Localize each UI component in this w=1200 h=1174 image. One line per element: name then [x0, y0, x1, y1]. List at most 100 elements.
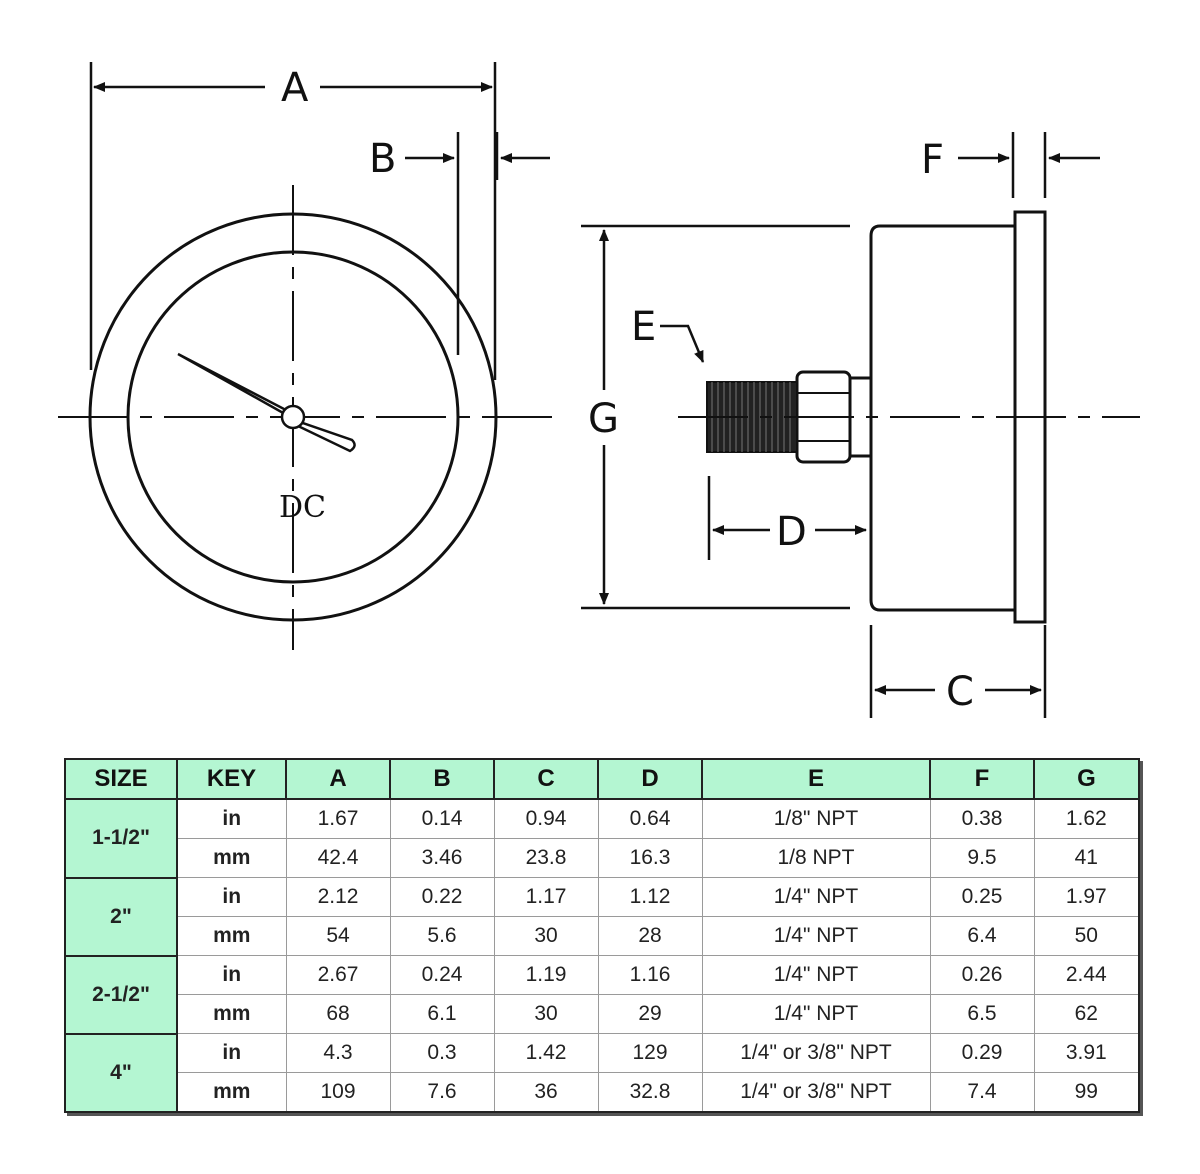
- label-d: D: [776, 509, 807, 555]
- value-cell: 1.16: [597, 955, 703, 995]
- value-cell: 6.1: [389, 994, 495, 1034]
- needle-hub: [280, 404, 306, 430]
- value-cell: 0.26: [929, 955, 1035, 995]
- key-cell: mm: [176, 838, 287, 878]
- label-f: F: [921, 137, 944, 183]
- value-cell: 1/4" or 3/8" NPT: [701, 1072, 931, 1113]
- header-c: C: [493, 758, 599, 800]
- size-cell: 1-1/2": [64, 798, 178, 879]
- value-cell: 62: [1033, 994, 1140, 1034]
- size-cell: 4": [64, 1032, 178, 1113]
- value-cell: 109: [285, 1072, 391, 1113]
- value-cell: 6.5: [929, 994, 1035, 1034]
- value-cell: 16.3: [597, 838, 703, 878]
- value-cell: 32.8: [597, 1072, 703, 1113]
- key-cell: in: [176, 798, 287, 839]
- label-g: G: [588, 396, 619, 442]
- value-cell: 3.91: [1033, 1033, 1140, 1073]
- value-cell: 0.94: [493, 798, 599, 839]
- value-cell: 0.14: [389, 798, 495, 839]
- value-cell: 30: [493, 916, 599, 956]
- header-b: B: [389, 758, 495, 800]
- key-cell: in: [176, 877, 287, 917]
- value-cell: 1/8 NPT: [701, 838, 931, 878]
- header-d: D: [597, 758, 703, 800]
- key-cell: mm: [176, 1072, 287, 1113]
- value-cell: 1/4" or 3/8" NPT: [701, 1033, 931, 1073]
- gauge-dimension-drawing: A B DC: [58, 62, 1140, 718]
- value-cell: 5.6: [389, 916, 495, 956]
- value-cell: 1/4" NPT: [701, 877, 931, 917]
- value-cell: 9.5: [929, 838, 1035, 878]
- value-cell: 1.19: [493, 955, 599, 995]
- value-cell: 29: [597, 994, 703, 1034]
- value-cell: 1.12: [597, 877, 703, 917]
- value-cell: 1.17: [493, 877, 599, 917]
- header-a: A: [285, 758, 391, 800]
- value-cell: 0.64: [597, 798, 703, 839]
- value-cell: 42.4: [285, 838, 391, 878]
- value-cell: 1/4" NPT: [701, 955, 931, 995]
- key-cell: mm: [176, 994, 287, 1034]
- value-cell: 30: [493, 994, 599, 1034]
- value-cell: 1.67: [285, 798, 391, 839]
- value-cell: 50: [1033, 916, 1140, 956]
- value-cell: 6.4: [929, 916, 1035, 956]
- value-cell: 0.22: [389, 877, 495, 917]
- front-view: [58, 62, 555, 650]
- key-cell: in: [176, 955, 287, 995]
- size-cell: 2-1/2": [64, 954, 178, 1035]
- value-cell: 0.29: [929, 1033, 1035, 1073]
- key-cell: mm: [176, 916, 287, 956]
- gauge-needle: [177, 352, 356, 453]
- label-dc: DC: [279, 490, 326, 525]
- key-cell: in: [176, 1033, 287, 1073]
- value-cell: 0.24: [389, 955, 495, 995]
- value-cell: 129: [597, 1033, 703, 1073]
- value-cell: 1.62: [1033, 798, 1140, 839]
- label-e: E: [631, 304, 656, 350]
- value-cell: 54: [285, 916, 391, 956]
- header-size: SIZE: [64, 758, 178, 800]
- header-g: G: [1033, 758, 1140, 800]
- value-cell: 1.42: [493, 1033, 599, 1073]
- value-cell: 0.3: [389, 1033, 495, 1073]
- value-cell: 28: [597, 916, 703, 956]
- side-view: [581, 132, 1140, 718]
- value-cell: 3.46: [389, 838, 495, 878]
- value-cell: 2.67: [285, 955, 391, 995]
- table-header-row: SIZE KEY A B C D E F G: [64, 758, 1140, 800]
- header-f: F: [929, 758, 1035, 800]
- value-cell: 1/8" NPT: [701, 798, 931, 839]
- value-cell: 1/4" NPT: [701, 916, 931, 956]
- value-cell: 2.12: [285, 877, 391, 917]
- label-b: B: [369, 136, 396, 182]
- value-cell: 1.97: [1033, 877, 1140, 917]
- value-cell: 0.25: [929, 877, 1035, 917]
- value-cell: 41: [1033, 838, 1140, 878]
- value-cell: 1/4" NPT: [701, 994, 931, 1034]
- size-cell: 2": [64, 876, 178, 957]
- header-key: KEY: [176, 758, 287, 800]
- value-cell: 36: [493, 1072, 599, 1113]
- value-cell: 7.6: [389, 1072, 495, 1113]
- value-cell: 4.3: [285, 1033, 391, 1073]
- value-cell: 7.4: [929, 1072, 1035, 1113]
- value-cell: 0.38: [929, 798, 1035, 839]
- label-c: C: [946, 669, 974, 715]
- value-cell: 68: [285, 994, 391, 1034]
- header-e: E: [701, 758, 931, 800]
- value-cell: 2.44: [1033, 955, 1140, 995]
- leader-arrow-e: [660, 324, 705, 363]
- label-a: A: [281, 65, 309, 111]
